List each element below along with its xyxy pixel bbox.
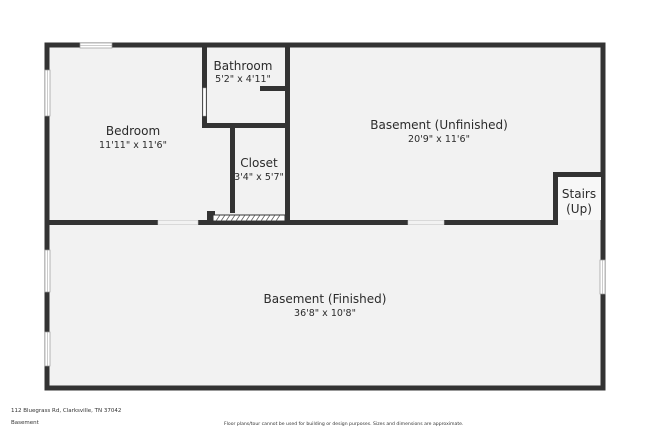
window-lines <box>47 45 603 366</box>
stairs-area <box>558 177 601 220</box>
door-bedroom <box>158 219 198 226</box>
wall-bath-stub <box>260 86 288 91</box>
bathroom-dims: 5'2" x 4'11" <box>215 74 271 85</box>
wall-bath-left <box>202 46 207 128</box>
bathroom-name: Bathroom <box>214 59 273 73</box>
bedroom-dims: 11'11" x 11'6" <box>99 140 167 151</box>
basement-finished-dims: 36'8" x 10'8" <box>294 308 356 319</box>
basement-finished-name: Basement (Finished) <box>264 292 387 306</box>
footer-disclaimer: Floor plans/tour cannot be used for buil… <box>224 422 464 427</box>
bath-door-jamb <box>202 87 207 117</box>
footer-address: 112 Bluegrass Rd, Clarksville, TN 37042 <box>11 408 122 414</box>
closet-dims: 3'4" x 5'7" <box>234 172 284 183</box>
wall-closet-left <box>230 123 235 213</box>
exterior-wall <box>44 42 606 391</box>
door-unfinished <box>408 219 444 226</box>
wall-stairs-left <box>553 172 558 225</box>
wall-bath-right <box>285 46 290 223</box>
closet-threshold-hatch <box>215 214 281 222</box>
floor-area <box>48 46 602 386</box>
wall-bath-bottom <box>202 123 290 128</box>
wall-divider <box>47 220 557 225</box>
opening-edge <box>157 220 199 225</box>
closet-name: Closet <box>240 156 278 170</box>
openings <box>158 219 444 226</box>
basement-unfinished-dims: 20'9" x 11'6" <box>408 134 470 145</box>
interior-walls <box>47 46 603 225</box>
wall-stairs-top <box>553 172 603 177</box>
footer-level: Basement <box>11 420 39 426</box>
basement-unfinished-name: Basement (Unfinished) <box>370 118 508 132</box>
stairs-name: Stairs <box>562 187 596 201</box>
stairs-direction: (Up) <box>566 202 592 216</box>
opening-edge <box>407 220 445 225</box>
bedroom-name: Bedroom <box>106 124 160 138</box>
closet-threshold <box>212 214 286 222</box>
wall-closet-stub <box>207 211 215 223</box>
